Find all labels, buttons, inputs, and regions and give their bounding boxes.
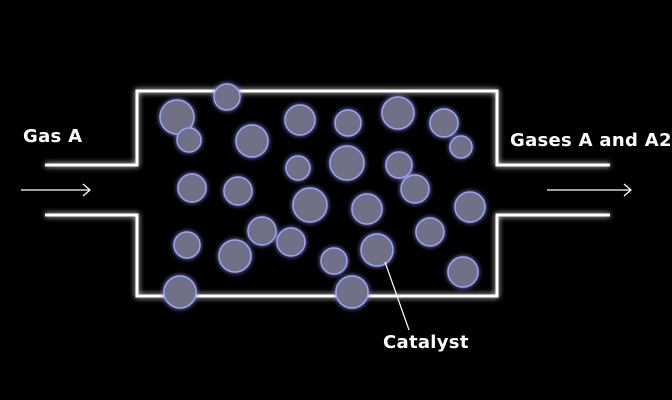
catalyst-particle: [276, 227, 306, 257]
catalyst-particle: [320, 247, 348, 275]
catalyst-particle: [223, 176, 253, 206]
catalyst-particle: [381, 96, 415, 130]
catalyst-particle: [385, 151, 413, 179]
catalyst-pointer-line: [384, 261, 410, 331]
outlet-flow-arrow: [547, 183, 632, 197]
catalytic-reactor-diagram: [21, 83, 632, 331]
catalyst-particle: [329, 145, 365, 181]
catalyst-particle: [334, 109, 362, 137]
catalyst-particles: [159, 83, 486, 309]
catalyst-particle: [247, 216, 277, 246]
catalyst-particle: [285, 155, 311, 181]
catalyst-label: Catalyst: [383, 332, 469, 353]
reactor-wall-top: [45, 89, 610, 167]
inlet-flow-arrow: [21, 183, 91, 197]
catalyst-particle: [400, 174, 430, 204]
catalyst-particle: [292, 187, 328, 223]
catalyst-particle: [213, 83, 241, 111]
catalyst-particle: [159, 99, 195, 135]
catalyst-particle: [235, 124, 269, 158]
catalyst-particle: [351, 193, 383, 225]
catalyst-particle: [335, 275, 369, 309]
catalyst-particle: [415, 217, 445, 247]
reactor-wall-bottom: [45, 213, 610, 298]
catalyst-particle: [176, 127, 202, 153]
catalyst-particle: [163, 275, 197, 309]
inlet-gas-label: Gas A: [23, 126, 83, 147]
outlet-gas-label: Gases A and A2: [510, 130, 672, 151]
catalyst-particle: [218, 239, 252, 273]
catalyst-particle: [173, 231, 201, 259]
catalyst-particle: [429, 108, 459, 138]
catalyst-particle: [284, 104, 316, 136]
catalyst-particle: [447, 256, 479, 288]
catalyst-particle: [360, 233, 394, 267]
catalyst-particle: [177, 173, 207, 203]
catalyst-particle: [449, 135, 473, 159]
catalyst-particle: [454, 191, 486, 223]
